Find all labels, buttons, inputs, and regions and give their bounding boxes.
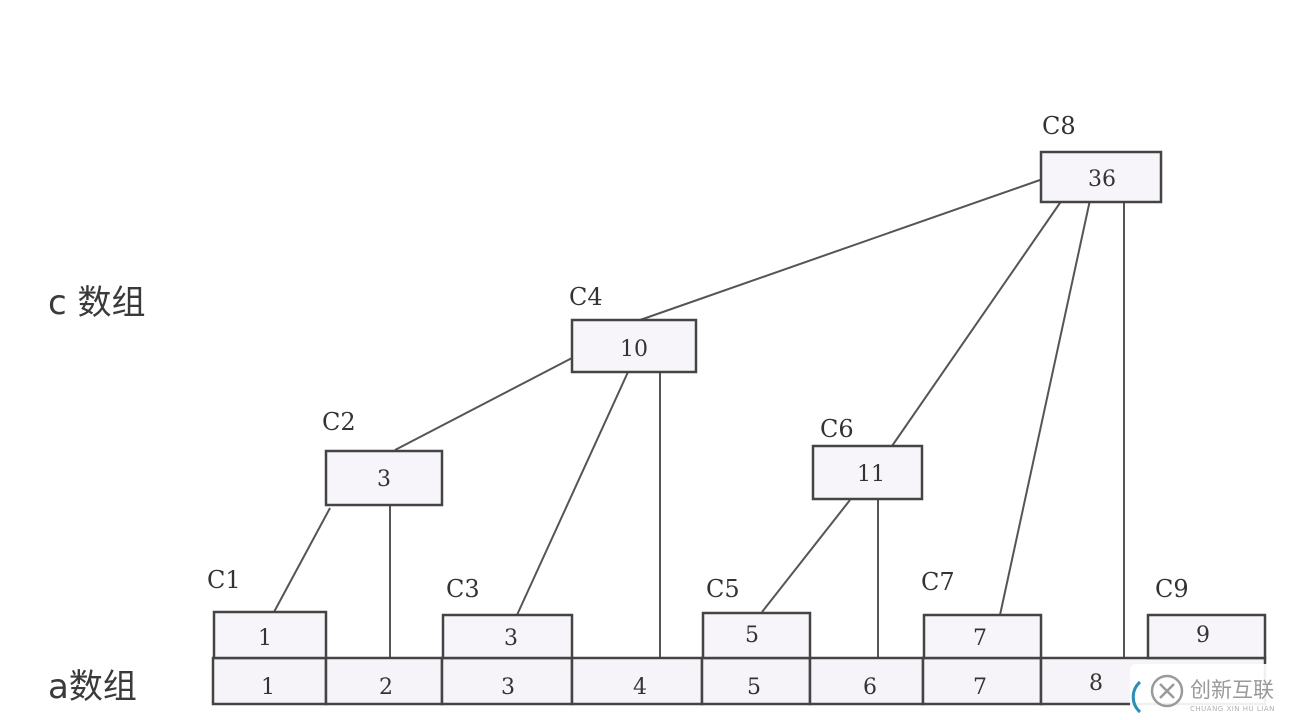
- c-node-box: [1039, 150, 1163, 204]
- a-value-7: 7: [973, 675, 987, 700]
- c-node-label: C6: [820, 415, 854, 443]
- edge-c8-c7: [999, 199, 1091, 616]
- c-node-c2: C2 3: [322, 408, 444, 507]
- c-node-box: [441, 613, 574, 660]
- c-node-box: [212, 610, 328, 660]
- a-value-6: 6: [863, 675, 877, 700]
- a-array-label: a数组: [48, 667, 137, 707]
- c-node-box: [324, 449, 444, 507]
- c-array-label: c 数组: [48, 283, 146, 323]
- a-value-1: 1: [261, 675, 275, 700]
- c-node-label: C3: [446, 575, 480, 603]
- c-node-value: 11: [857, 462, 885, 487]
- watermark-text: 创新互联: [1190, 678, 1274, 702]
- a-array-row: 1 2 3 4 5 6 7 8: [211, 656, 1267, 706]
- c-node-box: [922, 613, 1043, 660]
- watermark-logo-icon: [1131, 674, 1184, 714]
- c-node-value: 9: [1196, 623, 1210, 648]
- c-node-label: C7: [921, 568, 955, 596]
- edge-c8-c6: [891, 199, 1063, 447]
- a-value-2: 2: [379, 675, 393, 700]
- edge-c6-c5: [761, 499, 851, 613]
- c-node-c4: C4 10: [569, 283, 698, 374]
- a-cell-6: [808, 656, 925, 706]
- c-node-label: C2: [322, 408, 356, 436]
- a-cell-4: [570, 656, 704, 706]
- c-node-value: 3: [504, 626, 518, 651]
- c-node-c3: C3 3: [441, 575, 574, 660]
- edge-c4-c3: [516, 371, 629, 616]
- watermark: 创新互联 CHUANG XIN HU LIAN: [1130, 664, 1290, 720]
- watermark-subtext: CHUANG XIN HU LIAN: [1190, 705, 1275, 713]
- edge-c8-c4: [639, 179, 1041, 321]
- a-value-3: 3: [501, 675, 515, 700]
- c-node-c8: C8 36: [1039, 112, 1163, 204]
- c-node-label: C8: [1042, 112, 1076, 140]
- c-node-label: C9: [1155, 575, 1189, 603]
- c-node-c5: C5 5: [701, 575, 812, 660]
- c-node-value: 10: [620, 337, 648, 362]
- c-node-box: [811, 444, 924, 501]
- c-node-value: 5: [745, 623, 759, 648]
- c-node-box: [1146, 613, 1267, 660]
- c-node-label: C5: [706, 575, 740, 603]
- a-value-4: 4: [633, 675, 647, 700]
- tree-edges: [273, 179, 1125, 658]
- c-node-value: 36: [1088, 167, 1116, 192]
- c-node-value: 3: [377, 467, 391, 492]
- c-node-value: 1: [258, 626, 272, 651]
- a-value-8: 8: [1089, 671, 1103, 696]
- c-node-box: [701, 611, 812, 660]
- edge-c2-c1: [273, 507, 331, 613]
- a-value-5: 5: [747, 675, 761, 700]
- c-node-box: [570, 318, 698, 374]
- c-node-c1: C1 1: [207, 566, 328, 660]
- c-node-c6: C6 11: [811, 415, 924, 501]
- c-node-label: C4: [569, 283, 603, 311]
- c-node-label: C1: [207, 566, 241, 594]
- c-node-c7: C7 7: [921, 568, 1043, 660]
- a-cell-2: [324, 656, 444, 706]
- edge-c4-c2: [394, 357, 573, 451]
- c-node-value: 7: [973, 626, 987, 651]
- c-node-c9: C9 9: [1146, 575, 1267, 660]
- a-cell-1: [211, 656, 328, 706]
